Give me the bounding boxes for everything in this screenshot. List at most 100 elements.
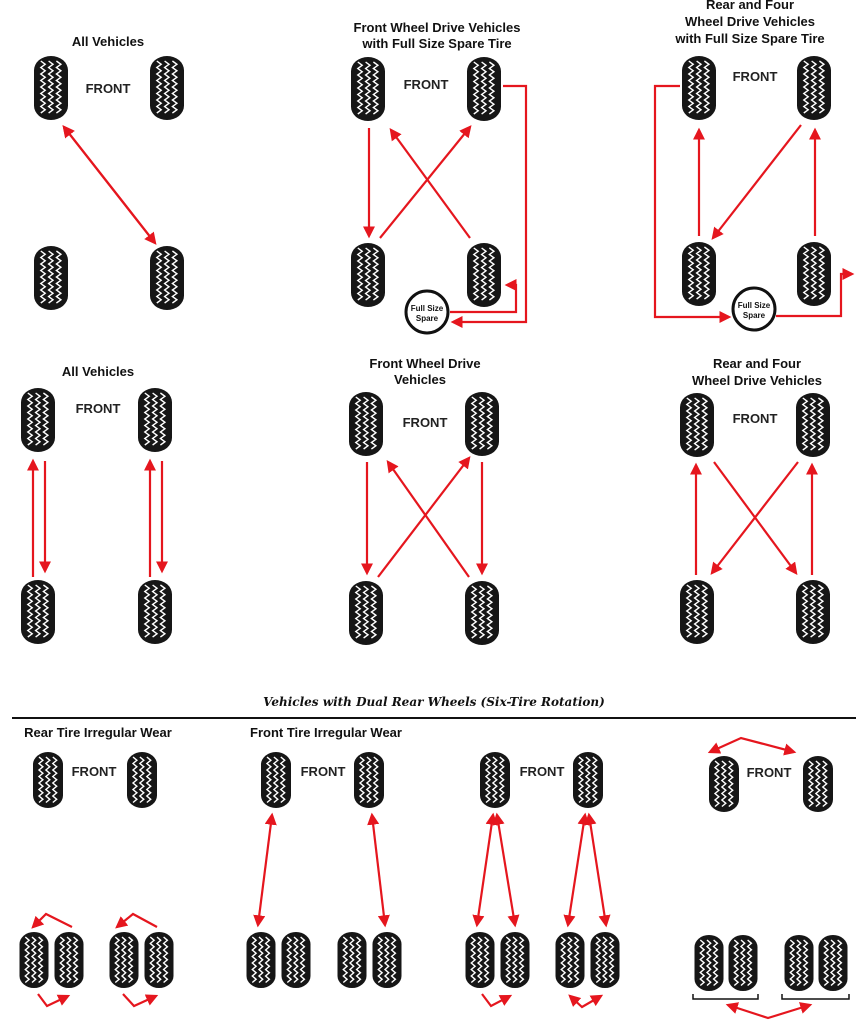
tire-front-left: [709, 756, 739, 812]
tire-rear-left-outer: [694, 935, 724, 991]
tire-front-right: [796, 393, 830, 457]
tire-front-right: [467, 57, 501, 121]
tire-front-left: [21, 388, 55, 452]
tire-front-left: [261, 752, 291, 808]
arrow-rotation: [389, 128, 471, 239]
arrow-rotation: [62, 125, 157, 245]
front-label: FRONT: [520, 764, 565, 779]
tire-front-right: [797, 56, 831, 120]
arrow-rotation: [377, 456, 471, 578]
arrow-rotation: [725, 1002, 813, 1020]
arrow-rotation: [472, 812, 498, 928]
arrow-rotation: [367, 812, 390, 928]
arrow-rotation: [563, 812, 590, 928]
tire-rear-right-inner: [555, 932, 585, 988]
tire-rear-right-inner: [109, 932, 139, 988]
tire-rear-right-outer: [372, 932, 402, 988]
front-label: FRONT: [72, 764, 117, 779]
arrow-rotation: [253, 812, 277, 928]
spare-label: Spare: [743, 311, 766, 320]
tire-rear-left: [680, 580, 714, 644]
tire-rear-right: [467, 243, 501, 307]
spare-label: Spare: [416, 314, 439, 323]
arrow-rotation: [122, 993, 159, 1008]
tire-front-right: [573, 752, 603, 808]
diagram-title: Wheel Drive Vehicles: [685, 14, 815, 29]
arrow-rotation: [584, 812, 611, 928]
diagram-fwd-with-spare: Front Wheel Drive Vehicles with Full Siz…: [351, 20, 528, 335]
arrow-rotation: [710, 461, 799, 575]
arrow-rotation: [711, 124, 802, 240]
tire-rear-right-inner: [784, 935, 814, 991]
arrow-rotation: [492, 812, 520, 928]
diagram-title: All Vehicles: [62, 364, 134, 379]
tire-front-right: [465, 392, 499, 456]
tire-front-left: [34, 56, 68, 120]
tire-front-right: [354, 752, 384, 808]
diagram-title: with Full Size Spare Tire: [361, 36, 511, 51]
diagram-title: with Full Size Spare Tire: [674, 31, 824, 46]
front-label: FRONT: [86, 81, 131, 96]
diagram-all-vehicles-x: All Vehicles FRONT: [34, 34, 184, 310]
diagram-dual-rear-irregular: Rear Tire Irregular Wear FRONT: [19, 725, 174, 1008]
tire-rear-right: [465, 581, 499, 645]
diagram-title: Wheel Drive Vehicles: [692, 373, 822, 388]
tire-front-right: [138, 388, 172, 452]
diagram-rwd-4wd-with-spare: Rear and Four Wheel Drive Vehicles with …: [653, 0, 855, 332]
arrow-rotation: [37, 993, 71, 1008]
tire-front-left: [480, 752, 510, 808]
arrow-rotation: [568, 994, 604, 1009]
tire-rear-left: [349, 581, 383, 645]
tire-rear-left: [351, 243, 385, 307]
spare-label: Full Size: [411, 304, 444, 313]
tire-rear-right-inner: [337, 932, 367, 988]
tire-front-left: [351, 57, 385, 121]
tire-rear-left: [34, 246, 68, 310]
tire-front-right: [127, 752, 157, 808]
tire-rear-left-inner: [281, 932, 311, 988]
arrow-rotation: [707, 736, 797, 756]
tire-rear-left: [682, 242, 716, 306]
diagram-title: Rear Tire Irregular Wear: [24, 725, 172, 740]
diagram-title: Vehicles: [394, 372, 446, 387]
diagram-title: Rear and Four: [713, 356, 801, 371]
tire-rear-right-outer: [144, 932, 174, 988]
tire-rear-left-outer: [465, 932, 495, 988]
diagram-all-vehicles-straight: All Vehicles FRONT: [21, 364, 172, 644]
tire-front-left: [33, 752, 63, 808]
diagram-title: Front Wheel Drive Vehicles: [354, 20, 521, 35]
arrow-rotation: [115, 912, 158, 929]
tire-rear-left-outer: [246, 932, 276, 988]
front-label: FRONT: [76, 401, 121, 416]
diagram-title: Rear and Four: [706, 0, 794, 12]
diagram-title: All Vehicles: [72, 34, 144, 49]
tire-rear-right: [138, 580, 172, 644]
diagram-fwd: Front Wheel Drive Vehicles FRONT: [349, 356, 499, 645]
spare-tire: [404, 289, 450, 335]
arrow-rotation: [776, 267, 855, 318]
diagram-title: Front Tire Irregular Wear: [250, 725, 402, 740]
arrow-rotation: [379, 125, 472, 239]
diagram-dual-cross: FRONT: [465, 752, 620, 1009]
spare-tire: [731, 286, 777, 332]
front-label: FRONT: [403, 415, 448, 430]
front-label: FRONT: [733, 69, 778, 84]
arrow-rotation: [653, 84, 732, 324]
diagram-dual-bracket: FRONT: [692, 736, 850, 1020]
tire-rear-left-inner: [500, 932, 530, 988]
front-label: FRONT: [301, 764, 346, 779]
arrow-rotation: [450, 84, 528, 329]
tire-front-right: [150, 56, 184, 120]
tire-front-left: [680, 393, 714, 457]
arrow-rotation: [450, 278, 518, 314]
arrow-rotation: [481, 993, 513, 1008]
arrow-rotation: [386, 460, 470, 578]
arrow-rotation: [31, 912, 73, 929]
tire-rear-right: [796, 580, 830, 644]
tire-front-left: [349, 392, 383, 456]
axle-bracket: [692, 994, 759, 1000]
front-label: FRONT: [404, 77, 449, 92]
tire-rear-left-inner: [728, 935, 758, 991]
tire-rear-right-outer: [818, 935, 848, 991]
